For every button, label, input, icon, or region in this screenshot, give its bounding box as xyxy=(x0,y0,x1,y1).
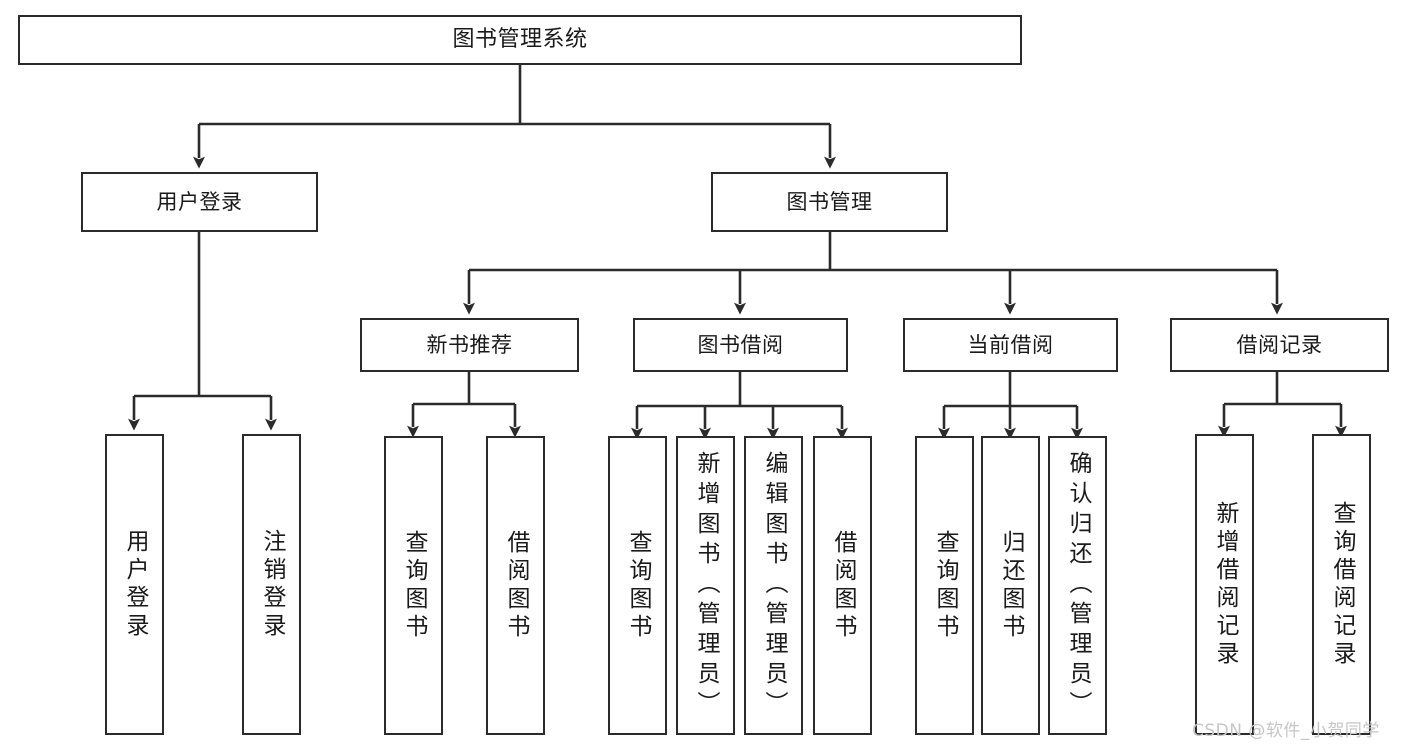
node-root[interactable]: 图书管理系统 xyxy=(18,15,1022,65)
leaf-add-book-label: 新增图书（管理员） xyxy=(693,450,719,721)
node-new-book-rec-label: 新书推荐 xyxy=(426,332,513,357)
node-user-login[interactable]: 用户登录 xyxy=(81,172,318,232)
leaf-edit-book[interactable]: 编辑图书（管理员） xyxy=(744,436,803,735)
csdn-watermark: CSDN @软件_小贺同学 xyxy=(1192,721,1380,741)
node-current-borrow[interactable]: 当前借阅 xyxy=(903,318,1118,372)
leaf-query-book-3[interactable]: 查询图书 xyxy=(915,436,974,735)
leaf-add-record-label: 新增借阅记录 xyxy=(1212,500,1238,669)
leaf-user-login[interactable]: 用户登录 xyxy=(105,434,164,735)
leaf-add-book[interactable]: 新增图书（管理员） xyxy=(676,436,735,735)
leaf-edit-book-label: 编辑图书（管理员） xyxy=(761,450,787,721)
node-current-borrow-label: 当前借阅 xyxy=(967,332,1054,357)
leaf-logout[interactable]: 注销登录 xyxy=(242,434,301,735)
node-book-manage[interactable]: 图书管理 xyxy=(711,172,948,232)
leaf-query-book-1-label: 查询图书 xyxy=(401,529,427,642)
leaf-return-book[interactable]: 归还图书 xyxy=(981,436,1040,735)
leaf-query-record-label: 查询借阅记录 xyxy=(1329,500,1355,669)
node-user-login-label: 用户登录 xyxy=(156,189,243,214)
leaf-borrow-book-1[interactable]: 借阅图书 xyxy=(486,436,545,735)
leaf-borrow-book-2-label: 借阅图书 xyxy=(830,529,856,642)
leaf-borrow-book-2[interactable]: 借阅图书 xyxy=(813,436,872,735)
leaf-query-record[interactable]: 查询借阅记录 xyxy=(1312,434,1371,735)
node-borrow-record[interactable]: 借阅记录 xyxy=(1170,318,1389,372)
node-book-borrow-label: 图书借阅 xyxy=(697,332,784,357)
node-root-label: 图书管理系统 xyxy=(452,27,588,53)
leaf-borrow-book-1-label: 借阅图书 xyxy=(503,529,529,642)
node-new-book-rec[interactable]: 新书推荐 xyxy=(360,318,579,372)
leaf-add-record[interactable]: 新增借阅记录 xyxy=(1195,434,1254,735)
leaf-logout-label: 注销登录 xyxy=(259,528,285,641)
node-book-manage-label: 图书管理 xyxy=(786,189,873,214)
leaf-confirm-return[interactable]: 确认归还（管理员） xyxy=(1048,436,1107,735)
leaf-return-book-label: 归还图书 xyxy=(998,529,1024,642)
leaf-query-book-3-label: 查询图书 xyxy=(932,529,958,642)
leaf-user-login-label: 用户登录 xyxy=(122,528,148,641)
node-book-borrow[interactable]: 图书借阅 xyxy=(633,318,848,372)
leaf-query-book-2[interactable]: 查询图书 xyxy=(608,436,667,735)
leaf-query-book-2-label: 查询图书 xyxy=(625,529,651,642)
leaf-query-book-1[interactable]: 查询图书 xyxy=(384,436,443,735)
node-borrow-record-label: 借阅记录 xyxy=(1236,332,1323,357)
leaf-confirm-return-label: 确认归还（管理员） xyxy=(1065,450,1091,721)
